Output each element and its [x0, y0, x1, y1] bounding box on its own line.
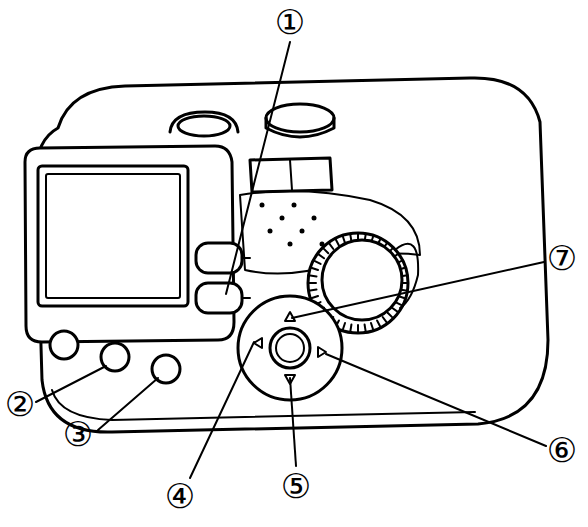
dial-knurl — [308, 282, 316, 284]
dial-knurl — [309, 290, 317, 291]
dial-knurl — [365, 324, 366, 332]
speaker-hole — [288, 242, 293, 247]
dial-knurl — [371, 323, 373, 331]
speaker-hole — [260, 203, 265, 208]
speaker-hole — [312, 216, 317, 221]
dial-knurl — [350, 324, 351, 332]
callout-number: ④ — [165, 479, 195, 513]
dial-knurl — [310, 296, 318, 298]
dial-knurl — [313, 260, 320, 264]
dial-knurl — [357, 325, 359, 333]
callout-number: ⑦ — [547, 241, 577, 275]
dial-knurl — [310, 268, 318, 270]
dial-knurl — [343, 235, 345, 243]
callout-number: ⑥ — [547, 433, 577, 467]
callout-number: ① — [275, 5, 305, 39]
speaker-hole — [280, 216, 285, 221]
dial-knurl — [377, 320, 381, 327]
dial-knurl — [392, 308, 398, 313]
callout-number: ③ — [63, 417, 93, 451]
dial-knurl — [323, 248, 329, 254]
dial-knurl — [335, 238, 339, 245]
dial-knurl — [388, 313, 394, 319]
dial-knurl — [309, 275, 317, 276]
speaker-hole — [292, 203, 297, 208]
callout-number: ② — [5, 387, 35, 421]
speaker-hole — [268, 229, 273, 234]
speaker-hole — [300, 229, 305, 234]
dial-knurl — [383, 317, 388, 323]
dial-knurl — [343, 323, 345, 331]
callout-number: ⑤ — [281, 469, 311, 503]
dial-knurl — [329, 243, 334, 249]
dial-knurl — [318, 254, 324, 259]
